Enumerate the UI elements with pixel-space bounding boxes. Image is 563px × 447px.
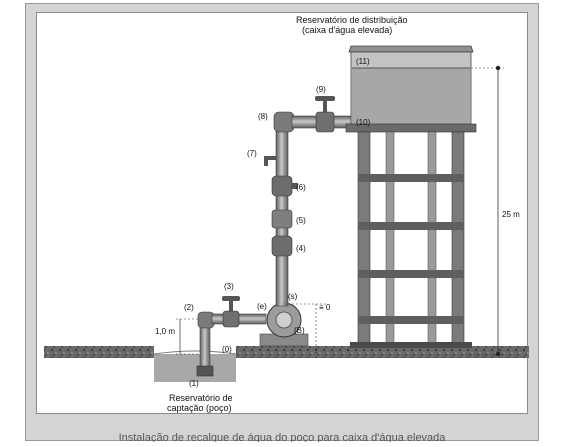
suction-elbow xyxy=(197,311,215,329)
discharge-elbow xyxy=(273,111,295,133)
marker-1: (1) xyxy=(189,379,199,388)
tower-leg-right xyxy=(451,131,465,347)
marker-2: (2) xyxy=(184,303,194,312)
tap-7-spout xyxy=(264,156,268,166)
tower-footing xyxy=(350,342,472,348)
suction-valve-body xyxy=(222,310,240,328)
ground-left xyxy=(44,346,154,358)
marker-pump: (B) xyxy=(294,326,305,335)
marker-4: (4) xyxy=(296,244,306,253)
tower-leg-left xyxy=(357,131,371,347)
bottom-reservoir-label-1: Reservatório de xyxy=(169,393,233,403)
marker-5: (5) xyxy=(296,216,306,225)
bottom-reservoir-label-2: captação (poço) xyxy=(167,403,232,413)
suction-valve-stem xyxy=(229,300,233,312)
suction-valve-handwheel xyxy=(222,296,240,301)
foot-valve xyxy=(196,365,214,377)
figure-caption: Instalação de recalque de água do poço p… xyxy=(118,432,446,442)
tower-leg-inner-right xyxy=(427,131,437,347)
top-reservoir-label-1: Reservatório de distribuição xyxy=(296,15,408,25)
height-label: 25 m xyxy=(502,210,520,219)
marker-8: (8) xyxy=(258,112,268,121)
marker-7: (7) xyxy=(247,149,257,158)
tower-brace-3 xyxy=(358,270,464,278)
tank-base xyxy=(345,123,477,133)
suction-pipe-vertical xyxy=(199,321,211,373)
discharge-valve-9-body xyxy=(315,111,335,133)
marker-6: (6) xyxy=(296,183,306,192)
suction-height-label: 1,0 m xyxy=(155,327,175,336)
marker-3: (3) xyxy=(224,282,234,291)
marker-suction: (e) xyxy=(257,302,267,311)
well-water-surface xyxy=(153,350,237,355)
valve-6-stem xyxy=(292,183,298,189)
marker-0: (0) xyxy=(222,345,232,354)
pumping-installation-diagram: Reservatório de distribuição (caixa d'ág… xyxy=(44,15,529,413)
tap-7-arm xyxy=(266,156,276,160)
discharge-valve-9-handwheel xyxy=(315,96,335,101)
tower-brace-1 xyxy=(358,174,464,182)
fitting-5 xyxy=(271,209,293,229)
well-water xyxy=(154,354,236,382)
ground-right xyxy=(236,346,529,358)
height-dimension-top-dot xyxy=(495,65,501,71)
marker-9: (9) xyxy=(316,85,326,94)
datum-label: ≡ 0 xyxy=(319,303,331,312)
valve-6 xyxy=(271,175,293,197)
top-reservoir-label-2: (caixa d'água elevada) xyxy=(302,25,392,35)
tank-water xyxy=(352,68,470,123)
check-valve-4 xyxy=(271,235,293,257)
marker-11: (11) xyxy=(356,57,370,66)
tower-brace-2 xyxy=(358,222,464,230)
tank-roof xyxy=(348,45,474,53)
discharge-valve-9-stem xyxy=(323,100,327,113)
marker-10: (10) xyxy=(356,118,371,127)
pump-impeller xyxy=(275,311,293,329)
figure-frame: Reservatório de distribuição (caixa d'ág… xyxy=(25,3,539,442)
tower-leg-inner-left xyxy=(385,131,395,347)
height-dimension-bottom-dot xyxy=(495,351,501,357)
marker-discharge: (s) xyxy=(288,292,298,301)
tower-brace-4 xyxy=(358,316,464,324)
